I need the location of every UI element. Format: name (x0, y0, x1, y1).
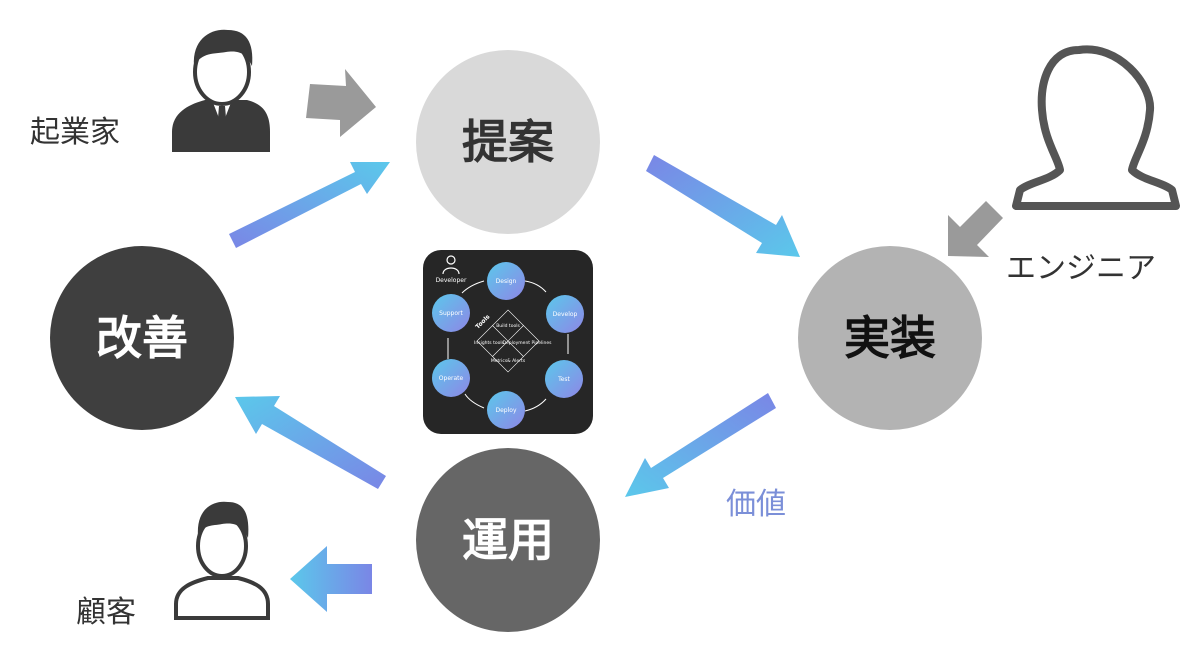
proposal-label: 提案 (462, 115, 555, 169)
stage-develop: Develop (553, 311, 578, 318)
stage-operate-circle (432, 359, 470, 397)
stage-develop-circle (546, 295, 584, 333)
implementation-label: 実装 (844, 311, 936, 365)
arrow-entrepreneur-to-proposal (306, 69, 376, 137)
stage-support-circle (432, 294, 470, 332)
stage-design: Design (496, 278, 517, 285)
stage-test: Test (557, 376, 570, 383)
stage-test-circle (545, 360, 583, 398)
stage-deploy-circle (487, 391, 525, 429)
stage-design-circle (487, 262, 525, 300)
implementation-circle (798, 246, 982, 430)
stage-support: Support (439, 310, 463, 317)
entrepreneur-icon (172, 29, 270, 152)
engineer-icon (1012, 45, 1180, 210)
arrow-operation-to-customer (290, 546, 372, 612)
entrepreneur-label: 起業家 (30, 115, 120, 150)
customer-label: 顧客 (76, 595, 136, 630)
developer-label: Developer (436, 277, 467, 284)
arrow-proposal-to-implementation (646, 155, 800, 257)
tool-metrics: Metrics& Alerts (491, 358, 526, 364)
proposal-circle (416, 50, 600, 234)
stage-deploy: Deploy (495, 407, 516, 414)
arrow-improvement-to-proposal (229, 162, 390, 248)
improvement-label: 改善 (96, 311, 188, 365)
customer-icon (174, 501, 270, 620)
improvement-circle (50, 246, 234, 430)
tool-deployment: Deployment Pipelines (503, 340, 553, 346)
devops-lifecycle-panel: Developer Tools Build tools Deployment P… (423, 250, 593, 434)
engineer-label: エンジニア (1006, 251, 1156, 286)
tools-diamond (476, 309, 540, 373)
arrow-operation-to-improvement (235, 396, 386, 489)
tool-insights: Insights tools (474, 340, 505, 346)
arrow-engineer-to-implementation (948, 201, 1003, 257)
operation-label: 運用 (462, 513, 554, 567)
stage-operate: Operate (439, 375, 464, 382)
value-label: 価値 (726, 487, 786, 522)
tool-build: Build tools (496, 323, 520, 329)
lifecycle-connectors (447, 280, 569, 412)
operation-circle (416, 448, 600, 632)
arrow-implementation-to-operation (625, 393, 776, 497)
developer-icon (442, 255, 460, 275)
